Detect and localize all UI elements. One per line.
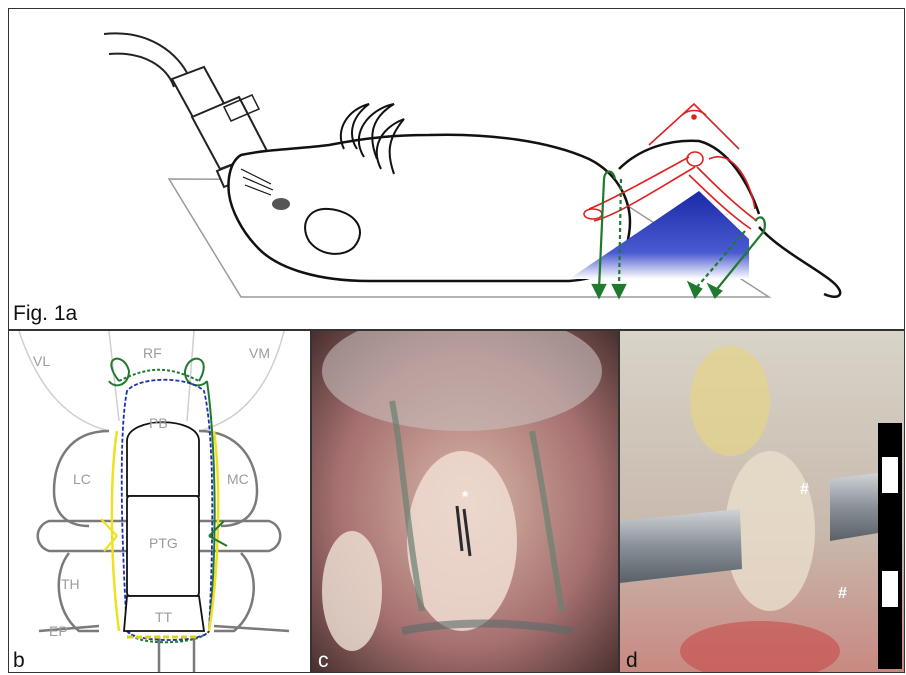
figure-panel-d: # # d [619,330,905,673]
surgical-photo-d [620,331,905,673]
retractor-right [830,473,878,541]
label-vm: VM [249,345,270,361]
label-ptg: PTG [149,535,178,551]
scale-bar [878,423,902,669]
label-ep: EP [49,623,68,639]
transducer-cable [104,33,189,77]
marker-hash-2: # [838,585,847,603]
panel-letter-d: d [626,649,638,673]
marker-asterisk: * [462,489,468,507]
label-th: TH [61,576,80,592]
label-vl: VL [33,353,50,369]
label-pb: PB [149,415,168,431]
marker-hash-1: # [800,481,809,499]
label-mc: MC [227,471,249,487]
figure-label-1a: Fig. 1a [13,302,77,326]
figure-panel-c: * c [311,330,619,673]
panel-letter-b: b [13,649,25,673]
mouse-schematic [9,9,905,330]
figure-panel-a: Fig. 1a [8,8,905,330]
label-rf: RF [143,345,162,361]
panel-letter-c: c [318,649,329,673]
figure-panel-b: VL RF VM PB LC MC PTG TH TT EP b [8,330,311,673]
label-tt: TT [155,609,172,625]
label-lc: LC [73,471,91,487]
